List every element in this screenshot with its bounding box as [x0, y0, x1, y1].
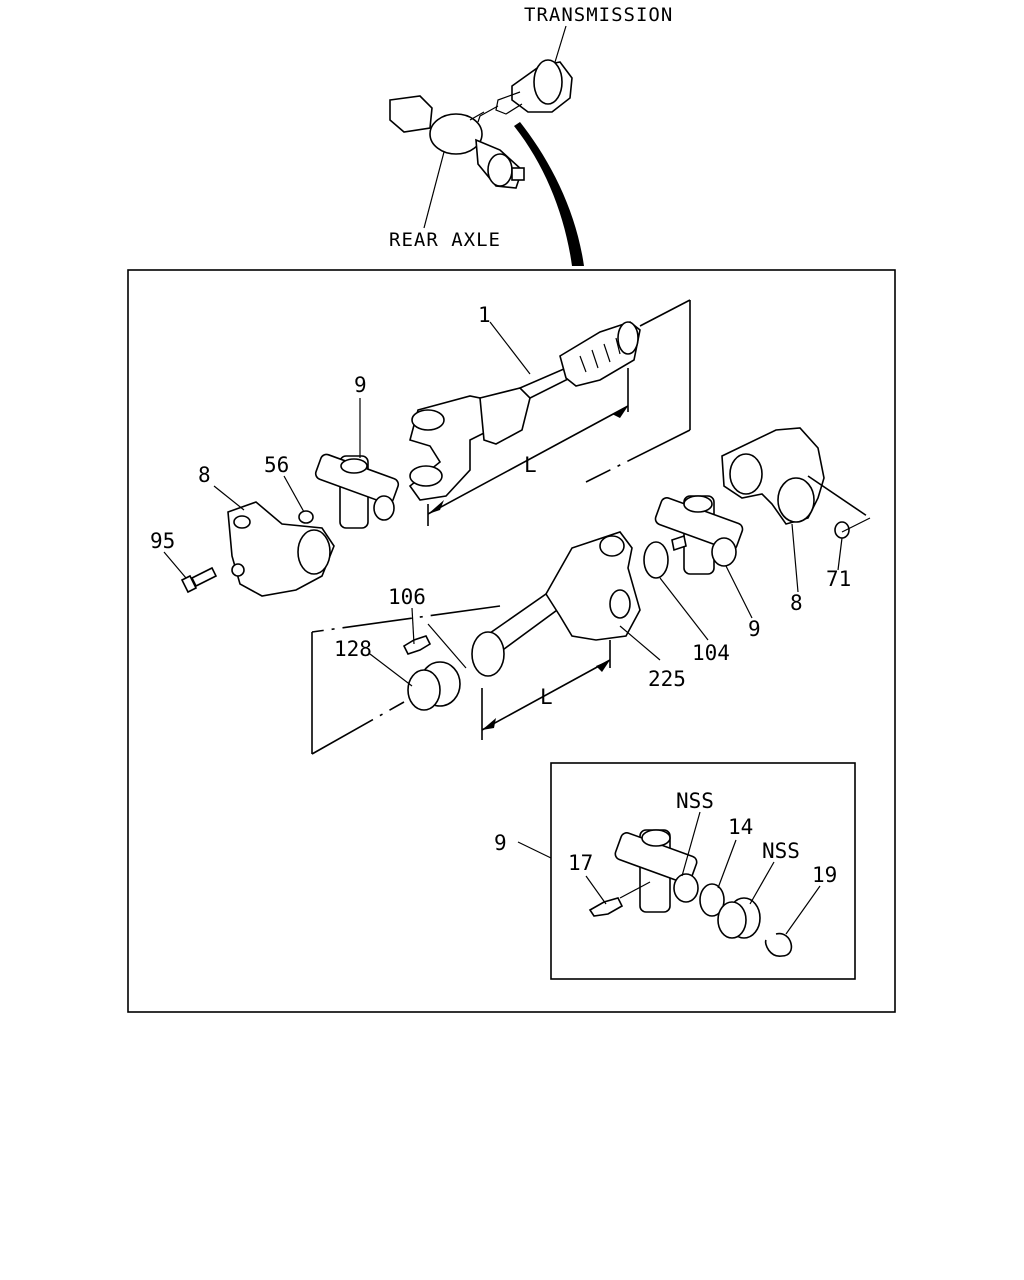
inset-callout-fitting: 17 [568, 851, 593, 875]
callout-ujoint-left: 9 [354, 373, 367, 397]
callout-bolt: 95 [150, 529, 175, 553]
inset-callout-kit: 9 [494, 831, 507, 855]
rear-axle-label: REAR AXLE [389, 229, 501, 251]
inset-callout-snap-ring: 19 [812, 863, 837, 887]
callout-grease-fitting: 106 [388, 585, 426, 609]
callout-flange-right: 8 [790, 591, 803, 615]
inset-callout-nss-bearing: NSS [762, 839, 800, 863]
callout-shaft-front: 1 [478, 303, 491, 327]
transmission-icon [477, 59, 573, 123]
grease-fitting [402, 635, 432, 655]
inset-parts [588, 829, 793, 957]
washer [643, 541, 669, 579]
flange-right [721, 427, 825, 525]
ujoint-left [314, 453, 400, 529]
dimension-lower [481, 640, 611, 740]
callout-dim-lower: L [540, 685, 553, 709]
callout-seal: 128 [334, 637, 372, 661]
rear-shaft [471, 531, 641, 677]
callout-washer: 104 [692, 641, 730, 665]
pointer-arrow [514, 122, 584, 266]
inset-leaders [517, 811, 821, 935]
transmission-label: TRANSMISSION [524, 4, 673, 26]
leader-lines [163, 321, 843, 687]
dimension-upper [427, 299, 691, 526]
main-frame [127, 269, 896, 1013]
inset-callout-snap-ring-small: 14 [728, 815, 753, 839]
ujoint-right [654, 495, 744, 575]
overview-illustration: TRANSMISSION REAR AXLE [389, 4, 673, 266]
flange-left [227, 501, 335, 597]
callout-ujoint-right: 9 [748, 617, 761, 641]
front-shaft [408, 321, 641, 501]
bolt [180, 566, 218, 594]
inset-frame [550, 762, 856, 980]
callout-dim-upper: L [524, 453, 537, 477]
nut-left [298, 510, 314, 524]
rear-axle-icon [389, 95, 525, 189]
callout-nut-right: 71 [826, 567, 851, 591]
callout-shaft-rear: 225 [648, 667, 686, 691]
rear-outline [311, 605, 501, 755]
connection-line [807, 475, 871, 519]
inset-callout-nss-top: NSS [676, 789, 714, 813]
seal [407, 661, 461, 711]
callout-nut-left: 56 [264, 453, 289, 477]
callout-flange-left: 8 [198, 463, 211, 487]
